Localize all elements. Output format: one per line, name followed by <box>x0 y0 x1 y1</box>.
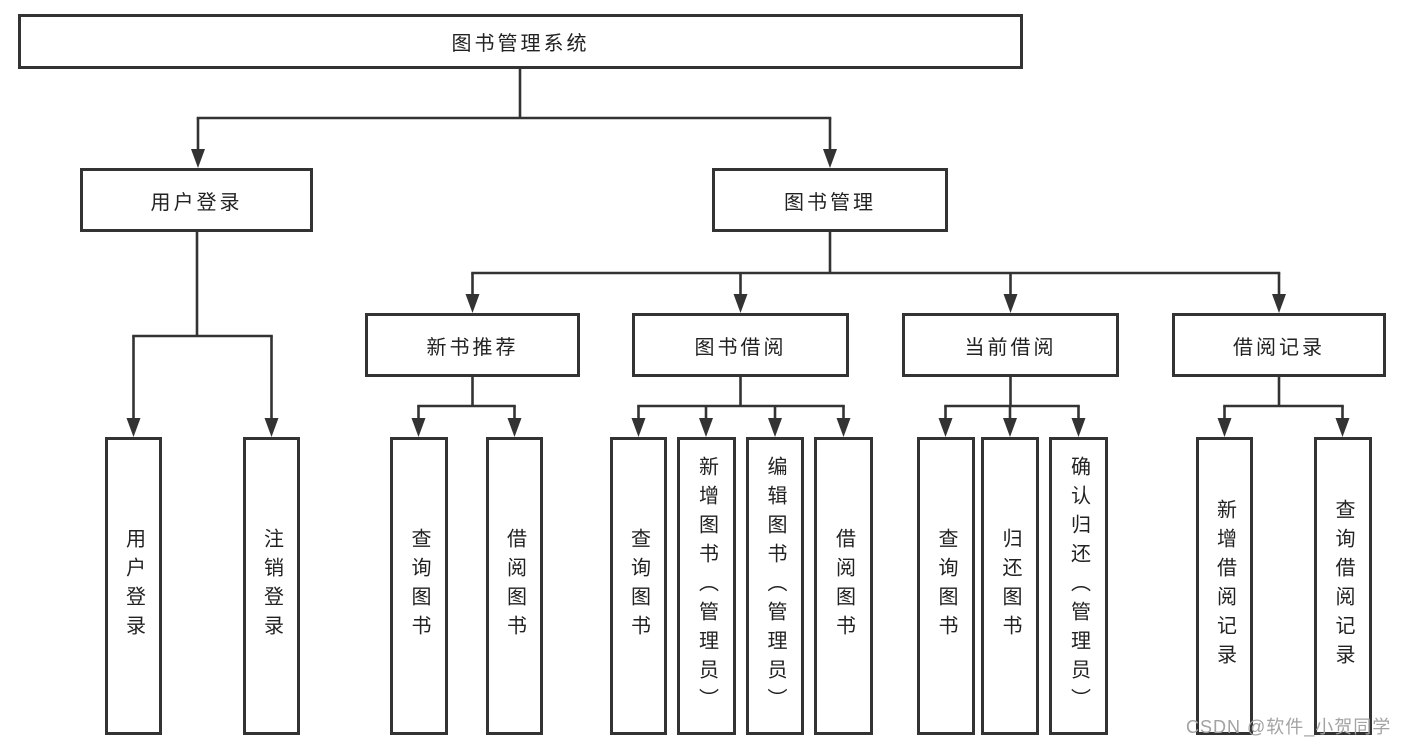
node-book-management-label: 图书管理 <box>784 191 876 214</box>
node-root-label: 图书管理系统 <box>451 33 590 55</box>
leaf-label: 新增图书（管理员） <box>695 455 718 717</box>
leaf-label: 借阅图书 <box>832 528 855 644</box>
node-current-borrow-label: 当前借阅 <box>964 336 1057 359</box>
leaf-query-borrow-record: 查询借阅记录 <box>1314 437 1372 735</box>
leaf-borrow-book-2: 借阅图书 <box>814 437 873 735</box>
leaf-add-borrow-record: 新增借阅记录 <box>1196 437 1253 735</box>
node-current-borrow: 当前借阅 <box>902 313 1119 377</box>
leaf-logout: 注销登录 <box>243 437 300 735</box>
leaf-label: 确认归还（管理员） <box>1067 455 1090 717</box>
leaf-label: 借阅图书 <box>503 528 526 644</box>
leaf-query-book-1: 查询图书 <box>390 437 448 735</box>
leaf-query-book-2: 查询图书 <box>610 437 667 735</box>
leaf-label: 注销登录 <box>260 528 283 644</box>
leaf-return-book: 归还图书 <box>981 437 1039 735</box>
leaf-edit-book-admin: 编辑图书（管理员） <box>746 437 804 735</box>
node-user-login-label: 用户登录 <box>150 191 243 214</box>
leaf-query-book-3: 查询图书 <box>917 437 975 735</box>
node-book-management: 图书管理 <box>712 168 948 232</box>
node-user-login: 用户登录 <box>80 168 313 232</box>
node-root: 图书管理系统 <box>18 14 1023 69</box>
node-borrow-record-label: 借阅记录 <box>1233 336 1325 359</box>
node-book-borrow: 图书借阅 <box>632 313 849 377</box>
leaf-user-login: 用户登录 <box>105 437 162 735</box>
leaf-label: 查询图书 <box>627 528 650 644</box>
leaf-label: 新增借阅记录 <box>1213 499 1236 673</box>
node-borrow-record: 借阅记录 <box>1172 313 1386 377</box>
leaf-label: 查询图书 <box>408 528 430 644</box>
csdn-watermark: CSDN @软件_小贺同学 <box>1186 717 1392 737</box>
leaf-label: 归还图书 <box>999 528 1021 644</box>
leaf-label: 用户登录 <box>122 528 145 644</box>
leaf-confirm-return-admin: 确认归还（管理员） <box>1049 437 1108 735</box>
leaf-label: 查询借阅记录 <box>1332 499 1354 673</box>
node-new-book-recommend: 新书推荐 <box>365 313 580 377</box>
leaf-label: 查询图书 <box>935 528 957 644</box>
leaf-borrow-book-1: 借阅图书 <box>486 437 543 735</box>
leaf-label: 编辑图书（管理员） <box>764 455 786 717</box>
leaf-add-book-admin: 新增图书（管理员） <box>677 437 736 735</box>
node-book-borrow-label: 图书借阅 <box>694 336 787 359</box>
node-new-book-recommend-label: 新书推荐 <box>426 336 519 359</box>
